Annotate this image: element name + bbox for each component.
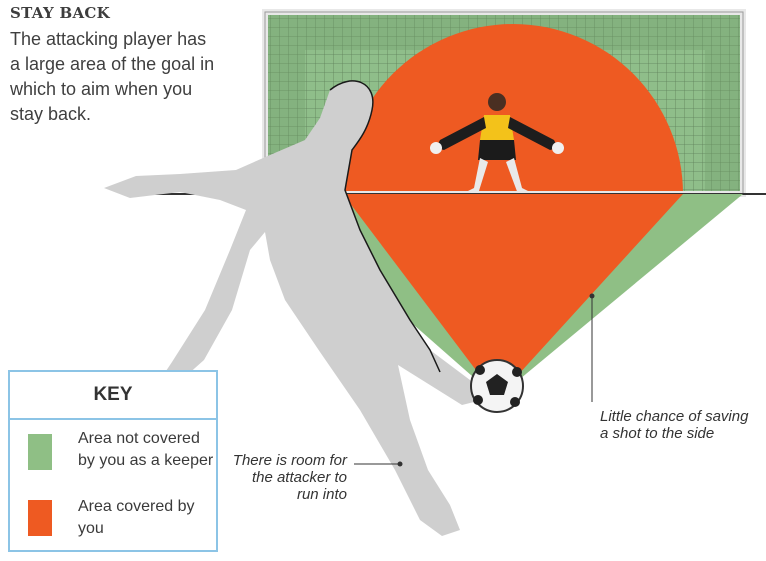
- key-swatch-covered: [28, 500, 52, 536]
- annotation-attacker-room: There is room for the attacker to run in…: [232, 452, 347, 503]
- intro-text: The attacking player has a large area of…: [10, 27, 220, 127]
- heading: STAY BACK: [10, 4, 110, 22]
- annotation-side-shot: Little chance of saving a shot to the si…: [600, 408, 760, 442]
- ball: [471, 360, 523, 412]
- key-label-uncovered: Area not covered by you as a keeper: [78, 428, 218, 472]
- key-swatch-uncovered: [28, 434, 52, 470]
- key-title: KEY: [10, 372, 216, 420]
- key-label-covered: Area covered by you: [78, 496, 218, 540]
- key-panel: KEY Area not covered by you as a keeper …: [8, 370, 218, 552]
